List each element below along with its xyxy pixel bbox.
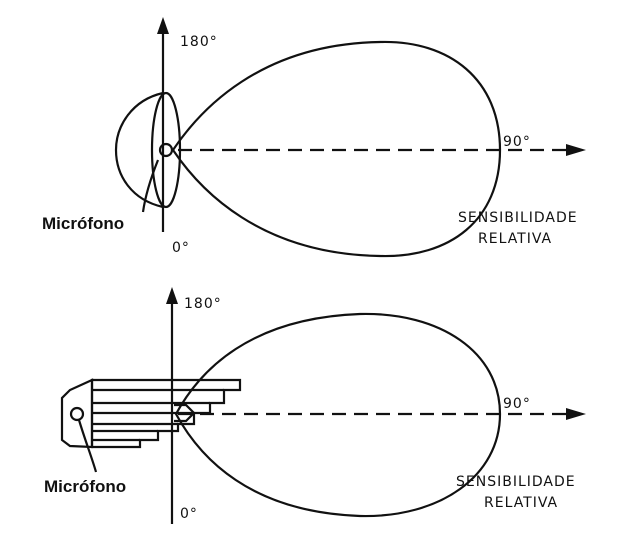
bottom-microphone-label: Micrófono xyxy=(44,477,126,496)
bottom-microphone-housing xyxy=(60,378,94,449)
top-vertical-axis-arrowhead xyxy=(157,17,169,34)
top-polar-lobe xyxy=(171,40,502,258)
top-axis-label-0: 0° xyxy=(172,240,190,256)
top-microphone-leader xyxy=(141,159,160,213)
top-sensitivity-label-line2: RELATIVA xyxy=(478,231,552,247)
bottom-vertical-axis-arrowhead xyxy=(166,287,178,304)
top-microphone-capsule xyxy=(158,142,174,158)
bottom-sensitivity-label-line1: SENSIBILIDADE xyxy=(456,474,576,490)
bottom-axis-label-0: 0° xyxy=(180,506,198,522)
top-horizontal-axis-arrowhead xyxy=(566,144,586,156)
bottom-microphone-body xyxy=(90,378,242,449)
top-axis-label-90: 90° xyxy=(503,134,531,150)
bottom-microphone-vent xyxy=(174,403,196,423)
top-microphone-label: Micrófono xyxy=(42,214,124,233)
bottom-horizontal-axis-arrowhead xyxy=(566,408,586,420)
bottom-microphone-leader xyxy=(77,419,98,473)
top-axis-label-180: 180° xyxy=(180,34,218,50)
bottom-axis-label-90: 90° xyxy=(503,396,531,412)
bottom-sensitivity-label-line2: RELATIVA xyxy=(484,495,558,511)
top-polar-diagram: 180° 0° 90° SENSIBILIDADE RELATIVA Micró… xyxy=(42,17,586,258)
bottom-microphone-capsule xyxy=(69,406,85,422)
top-microphone-sphere xyxy=(114,91,164,209)
top-sensitivity-label-line1: SENSIBILIDADE xyxy=(458,210,578,226)
bottom-polar-diagram: 180° 0° 90° SENSIBILIDADE RELATIVA Micró… xyxy=(44,287,586,524)
bottom-polar-lobe xyxy=(174,312,502,518)
top-microphone-rim xyxy=(150,91,182,209)
bottom-axis-label-180: 180° xyxy=(184,296,222,312)
